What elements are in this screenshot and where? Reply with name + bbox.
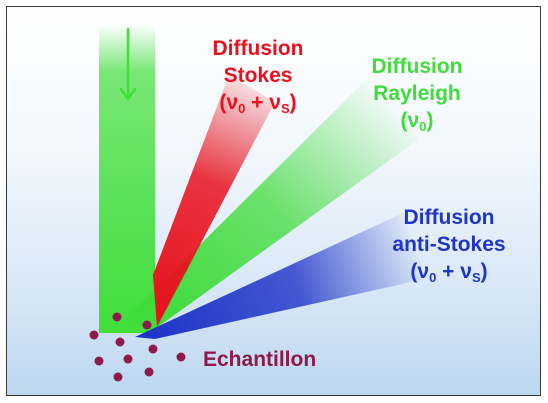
rayleigh-label-formula: (ν0) <box>400 109 434 134</box>
anti-stokes-label-formula: (ν0 + νS) <box>410 260 488 285</box>
stokes-label-line2: Stokes <box>223 64 293 87</box>
stokes-label-line1: Diffusion <box>212 37 304 60</box>
anti-stokes-label: Diffusion anti-Stokes (ν0 + νS) <box>379 204 519 285</box>
rayleigh-label-line1: Diffusion <box>371 55 463 78</box>
particle <box>144 367 154 377</box>
anti-stokes-label-line2: anti-Stokes <box>392 233 506 256</box>
stokes-label-formula: (ν0 + νS) <box>219 91 297 116</box>
sample-label: Echantillon <box>203 348 317 371</box>
rayleigh-beam <box>119 79 419 329</box>
particle <box>142 320 152 330</box>
particle <box>89 330 99 340</box>
particle <box>176 352 186 362</box>
stokes-label: Diffusion Stokes (ν0 + νS) <box>193 35 323 116</box>
down-arrow-icon <box>119 27 137 102</box>
particle <box>115 337 125 347</box>
anti-stokes-label-line1: Diffusion <box>403 206 495 229</box>
rayleigh-label: Diffusion Rayleigh (ν0) <box>347 53 487 134</box>
particle <box>148 344 158 354</box>
anti-stokes-beam <box>135 213 425 339</box>
particle <box>112 312 122 322</box>
scattering-diagram <box>89 25 425 382</box>
sample-particles <box>89 312 186 382</box>
particle <box>113 372 123 382</box>
rayleigh-label-line2: Rayleigh <box>373 82 461 105</box>
particle <box>94 356 104 366</box>
stokes-beam <box>153 75 275 327</box>
diagram-frame: Diffusion Stokes (ν0 + νS) Diffusion Ray… <box>6 6 541 396</box>
particle <box>123 354 133 364</box>
